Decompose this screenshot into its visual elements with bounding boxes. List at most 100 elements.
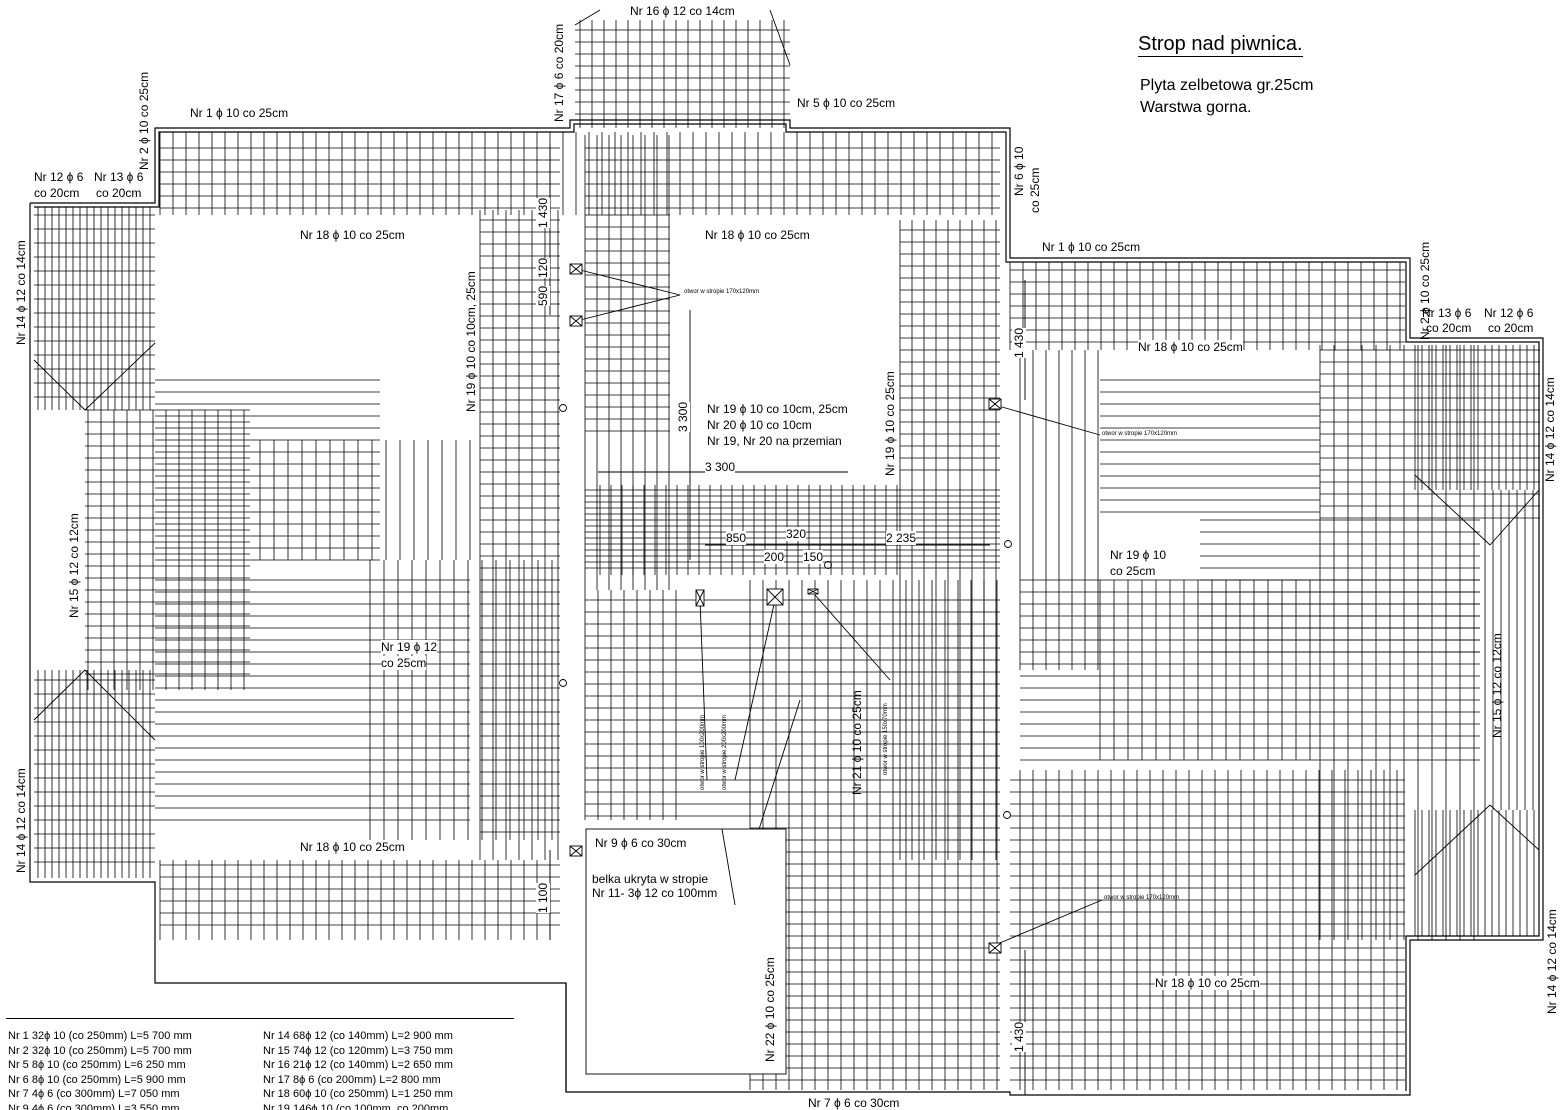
label-nr5: Nr 5 ϕ 10 co 25cm (797, 96, 895, 110)
label-nr18-top-mid: Nr 18 ϕ 10 co 25cm (705, 228, 810, 242)
dim-1430-bottom: 1 430 (1012, 1022, 1026, 1052)
dim-3300-v: 3 300 (676, 402, 690, 432)
opening-leader (995, 900, 1102, 945)
label-nr19-right-a: Nr 19 ϕ 10 (1110, 548, 1166, 562)
label-nr17: Nr 17 ϕ 6 co 20cm (552, 24, 566, 122)
schedule-row: Nr 2 32ϕ 10 (co 250mm) L=5 700 mm (8, 1044, 192, 1059)
label-nr13-left-b: co 20cm (96, 186, 141, 200)
opening-leader (735, 600, 775, 780)
label-belka-b: Nr 11- 3ϕ 12 co 100mm (592, 886, 717, 900)
corner-diagonal (34, 670, 85, 720)
label-nr14-left-top: Nr 14 ϕ 12 co 14cm (14, 240, 28, 345)
label-nr16: Nr 16 ϕ 12 co 14cm (630, 4, 735, 18)
corner-diagonal (85, 670, 155, 740)
label-nr6-a: Nr 6 ϕ 10 (1012, 147, 1026, 196)
label-nr15-left: Nr 15 ϕ 12 co 12cm (67, 513, 81, 618)
opening-leader (580, 270, 680, 295)
marker-circle (560, 680, 567, 687)
schedule-row: Nr 15 74ϕ 12 (co 120mm) L=3 750 mm (263, 1044, 453, 1059)
dim-150: 150 (803, 550, 823, 564)
label-nr19-vert-left: Nr 19 ϕ 10 co 10cm, 25cm (464, 271, 478, 412)
label-nr22: Nr 22 ϕ 10 co 25cm (763, 957, 777, 1062)
schedule-row: Nr 1 32ϕ 10 (co 250mm) L=5 700 mm (8, 1029, 192, 1044)
label-otwor-150: otwor w stropie 150x70mm (883, 703, 890, 775)
label-nr19-center-1: Nr 19 ϕ 10 co 10cm, 25cm (707, 402, 848, 416)
label-nr18-top-left: Nr 18 ϕ 10 co 25cm (300, 228, 405, 242)
layer-description: Warstwa gorna. (1140, 98, 1251, 118)
dim-2235: 2 235 (886, 531, 916, 545)
label-nr2-right: Nr 2 ϕ 10 co 25cm (1418, 242, 1432, 340)
marker-circle (1004, 812, 1011, 819)
dim-850: 850 (726, 531, 746, 545)
label-nr18-right: Nr 18 ϕ 10 co 25cm (1138, 340, 1243, 354)
schedule-row: Nr 5 8ϕ 10 (co 250mm) L=6 250 mm (8, 1058, 192, 1073)
label-otwor-100: otwor w stropie 100x200mm (700, 715, 707, 790)
corner-diagonal (575, 10, 600, 25)
label-nr12-right-a: Nr 12 ϕ 6 (1484, 306, 1533, 320)
corner-diagonal (1490, 805, 1539, 850)
marker-circle (560, 405, 567, 412)
label-nr19-center-3: Nr 19, Nr 20 na przemian (707, 434, 842, 448)
label-otwor-right-bottom: otwor w stropie 170x120mm (1104, 895, 1179, 902)
label-nr12-left-a: Nr 12 ϕ 6 (34, 170, 83, 184)
label-nr19-right-b: co 25cm (1110, 564, 1155, 578)
schedule-row: Nr 17 8ϕ 6 (co 200mm) L=2 800 mm (263, 1073, 453, 1088)
label-nr12-right-b: co 20cm (1488, 321, 1533, 335)
dim-120: 120 (536, 258, 550, 278)
label-belka-a: belka ukryta w stropie (592, 872, 708, 886)
marker-circle (825, 562, 832, 569)
beam-frame (586, 829, 786, 1074)
opening-leader (995, 405, 1100, 435)
label-nr19-vert-right: Nr 19 ϕ 10 co 25cm (883, 371, 897, 476)
dim-1430-right: 1 430 (1012, 328, 1026, 358)
label-nr19-center-2: Nr 20 ϕ 10 co 10cm (707, 418, 812, 432)
label-nr14-left-bottom: Nr 14 ϕ 12 co 14cm (14, 768, 28, 873)
schedule-row: Nr 7 4ϕ 6 (co 300mm) L=7 050 mm (8, 1087, 192, 1102)
label-nr1-right: Nr 1 ϕ 10 co 25cm (1042, 240, 1140, 254)
label-nr9: Nr 9 ϕ 6 co 30cm (595, 836, 686, 850)
dim-1100: 1 100 (536, 883, 550, 913)
label-nr7: Nr 7 ϕ 6 co 30cm (808, 1096, 899, 1110)
bar-schedule: Nr 1 32ϕ 10 (co 250mm) L=5 700 mm Nr 2 3… (6, 1018, 514, 1110)
corner-diagonal (1490, 490, 1539, 545)
label-nr18-bottom-left: Nr 18 ϕ 10 co 25cm (300, 840, 405, 854)
corner-diagonal (85, 343, 155, 410)
label-nr18-bottom-right: Nr 18 ϕ 10 co 25cm (1155, 976, 1260, 990)
label-otwor-top: otwor w stropie 170x120mm (684, 289, 759, 296)
slab-description: Plyta zelbetowa gr.25cm (1140, 76, 1313, 96)
slab-outline (30, 120, 1543, 1095)
schedule-row: Nr 6 8ϕ 10 (co 250mm) L=5 900 mm (8, 1073, 192, 1088)
dim-200: 200 (764, 550, 784, 564)
schedule-row: Nr 18 60ϕ 10 (co 250mm) L=1 250 mm (263, 1087, 453, 1102)
schedule-row: Nr 14 68ϕ 12 (co 140mm) L=2 900 mm (263, 1029, 453, 1044)
label-nr13-left-a: Nr 13 ϕ 6 (94, 170, 143, 184)
corner-diagonal (770, 10, 790, 65)
label-nr15-right: Nr 15 ϕ 12 co 12cm (1490, 633, 1504, 738)
label-nr19-left-a: Nr 19 ϕ 12 (381, 640, 437, 654)
label-nr2: Nr 2 ϕ 10 co 25cm (137, 72, 151, 170)
drawing-title: Strop nad piwnica. (1138, 32, 1303, 57)
label-otwor-right-top: otwor w stropie 170x120mm (1102, 431, 1177, 438)
dim-3300-h: 3 300 (705, 460, 735, 474)
dim-320: 320 (786, 527, 806, 541)
label-otwor-200: otwor w stropie 200x200mm (722, 715, 729, 790)
label-nr14-right-top: Nr 14 ϕ 12 co 14cm (1543, 377, 1557, 482)
rebar-grid (34, 20, 1540, 1090)
dim-1430-top: 1 430 (536, 198, 550, 228)
corner-diagonal (34, 360, 85, 410)
label-nr21: Nr 21 ϕ 10 co 25cm (850, 690, 864, 795)
label-nr6-b: co 25cm (1028, 168, 1042, 213)
schedule-left-column: Nr 1 32ϕ 10 (co 250mm) L=5 700 mm Nr 2 3… (8, 1029, 192, 1110)
schedule-row: Nr 16 21ϕ 12 (co 140mm) L=2 650 mm (263, 1058, 453, 1073)
label-nr13-right-b: co 20cm (1426, 321, 1471, 335)
label-nr14-right-bottom: Nr 14 ϕ 12 co 14cm (1545, 909, 1559, 1014)
corner-diagonal (1415, 805, 1490, 875)
label-nr19-left-b: co 25cm (381, 656, 426, 670)
corner-diagonal (1415, 475, 1490, 545)
opening-leader (815, 595, 890, 680)
dim-590: 590 (536, 286, 550, 306)
schedule-right-column: Nr 14 68ϕ 12 (co 140mm) L=2 900 mm Nr 15… (263, 1029, 453, 1110)
label-nr1-left: Nr 1 ϕ 10 co 25cm (190, 106, 288, 120)
label-nr12-left-b: co 20cm (34, 186, 79, 200)
marker-circle (1005, 541, 1012, 548)
